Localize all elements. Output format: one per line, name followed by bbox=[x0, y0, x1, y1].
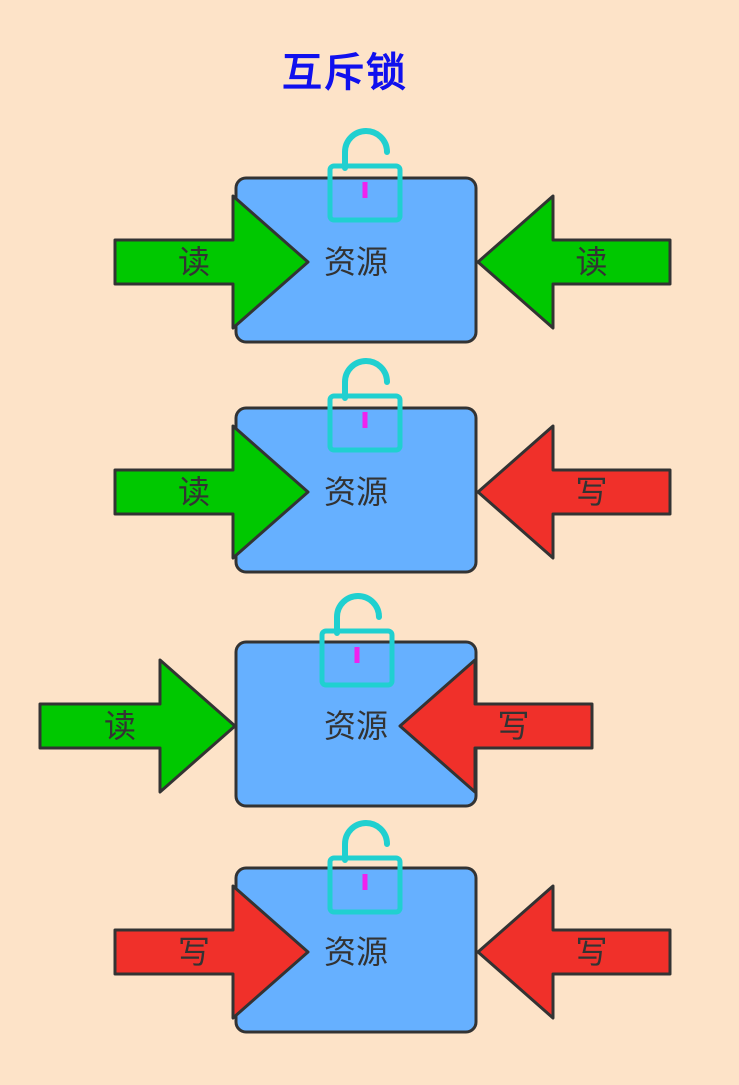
right-op-label: 写 bbox=[575, 473, 607, 511]
right-op-label: 写 bbox=[575, 933, 607, 971]
right-read-arrow bbox=[476, 194, 672, 330]
scenario-3: 资源 读 写 bbox=[38, 593, 594, 808]
left-read-arrow bbox=[113, 194, 310, 330]
right-write-arrow bbox=[398, 658, 594, 794]
right-op-label: 读 bbox=[575, 243, 607, 281]
left-read-arrow bbox=[38, 658, 237, 794]
padlock-icon bbox=[319, 593, 395, 688]
left-op-label: 读 bbox=[178, 473, 210, 511]
scenario-1: 资源 读 读 bbox=[113, 128, 672, 344]
scenario-4: 资源 写 写 bbox=[113, 820, 672, 1034]
left-read-arrow bbox=[113, 424, 310, 560]
resource-label: 资源 bbox=[324, 933, 388, 971]
padlock-icon bbox=[327, 128, 403, 223]
right-write-arrow bbox=[476, 884, 672, 1020]
left-op-label: 读 bbox=[178, 243, 210, 281]
left-op-label: 写 bbox=[178, 933, 210, 971]
right-write-arrow bbox=[476, 424, 672, 560]
diagram-title: 互斥锁 bbox=[282, 50, 408, 96]
padlock-icon bbox=[327, 820, 403, 915]
padlock-icon bbox=[327, 358, 403, 453]
resource-label: 资源 bbox=[324, 707, 388, 745]
resource-label: 资源 bbox=[324, 473, 388, 511]
scenario-2: 资源 读 写 bbox=[113, 358, 672, 574]
right-op-label: 写 bbox=[497, 707, 529, 745]
left-op-label: 读 bbox=[104, 707, 136, 745]
resource-label: 资源 bbox=[324, 243, 388, 281]
left-write-arrow bbox=[113, 884, 310, 1020]
